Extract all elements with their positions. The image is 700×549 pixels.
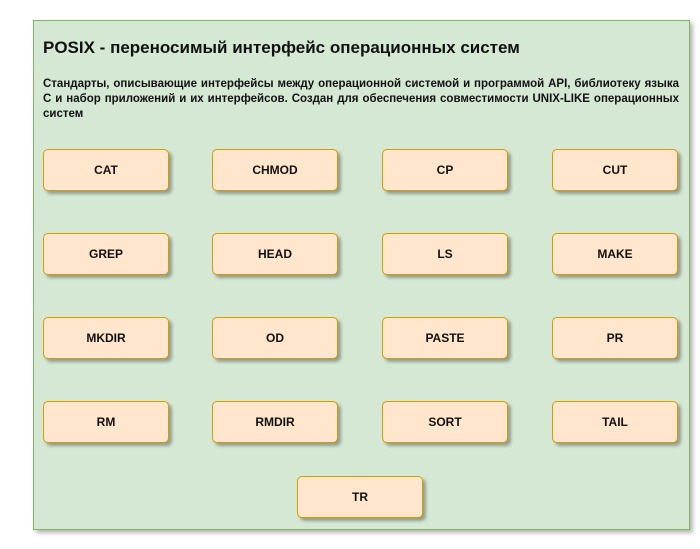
command-box-grep[interactable]: GREP	[43, 233, 169, 275]
command-box-chmod[interactable]: CHMOD	[212, 149, 338, 191]
command-box-tr[interactable]: TR	[297, 476, 423, 518]
command-box-rm[interactable]: RM	[43, 401, 169, 443]
diagram-description: Стандарты, описывающие интерфейсы между …	[43, 78, 679, 120]
command-box-head[interactable]: HEAD	[212, 233, 338, 275]
command-box-tail[interactable]: TAIL	[552, 401, 678, 443]
command-box-paste[interactable]: PASTE	[382, 317, 508, 359]
command-box-sort[interactable]: SORT	[382, 401, 508, 443]
command-box-cat[interactable]: CAT	[43, 149, 169, 191]
command-box-od[interactable]: OD	[212, 317, 338, 359]
diagram-title: POSIX - переносимый интерфейс операционн…	[43, 38, 520, 57]
command-box-make[interactable]: MAKE	[552, 233, 678, 275]
command-box-rmdir[interactable]: RMDIR	[212, 401, 338, 443]
command-box-cp[interactable]: CP	[382, 149, 508, 191]
command-box-pr[interactable]: PR	[552, 317, 678, 359]
command-box-ls[interactable]: LS	[382, 233, 508, 275]
command-box-mkdir[interactable]: MKDIR	[43, 317, 169, 359]
posix-container	[33, 20, 690, 530]
command-box-cut[interactable]: CUT	[552, 149, 678, 191]
